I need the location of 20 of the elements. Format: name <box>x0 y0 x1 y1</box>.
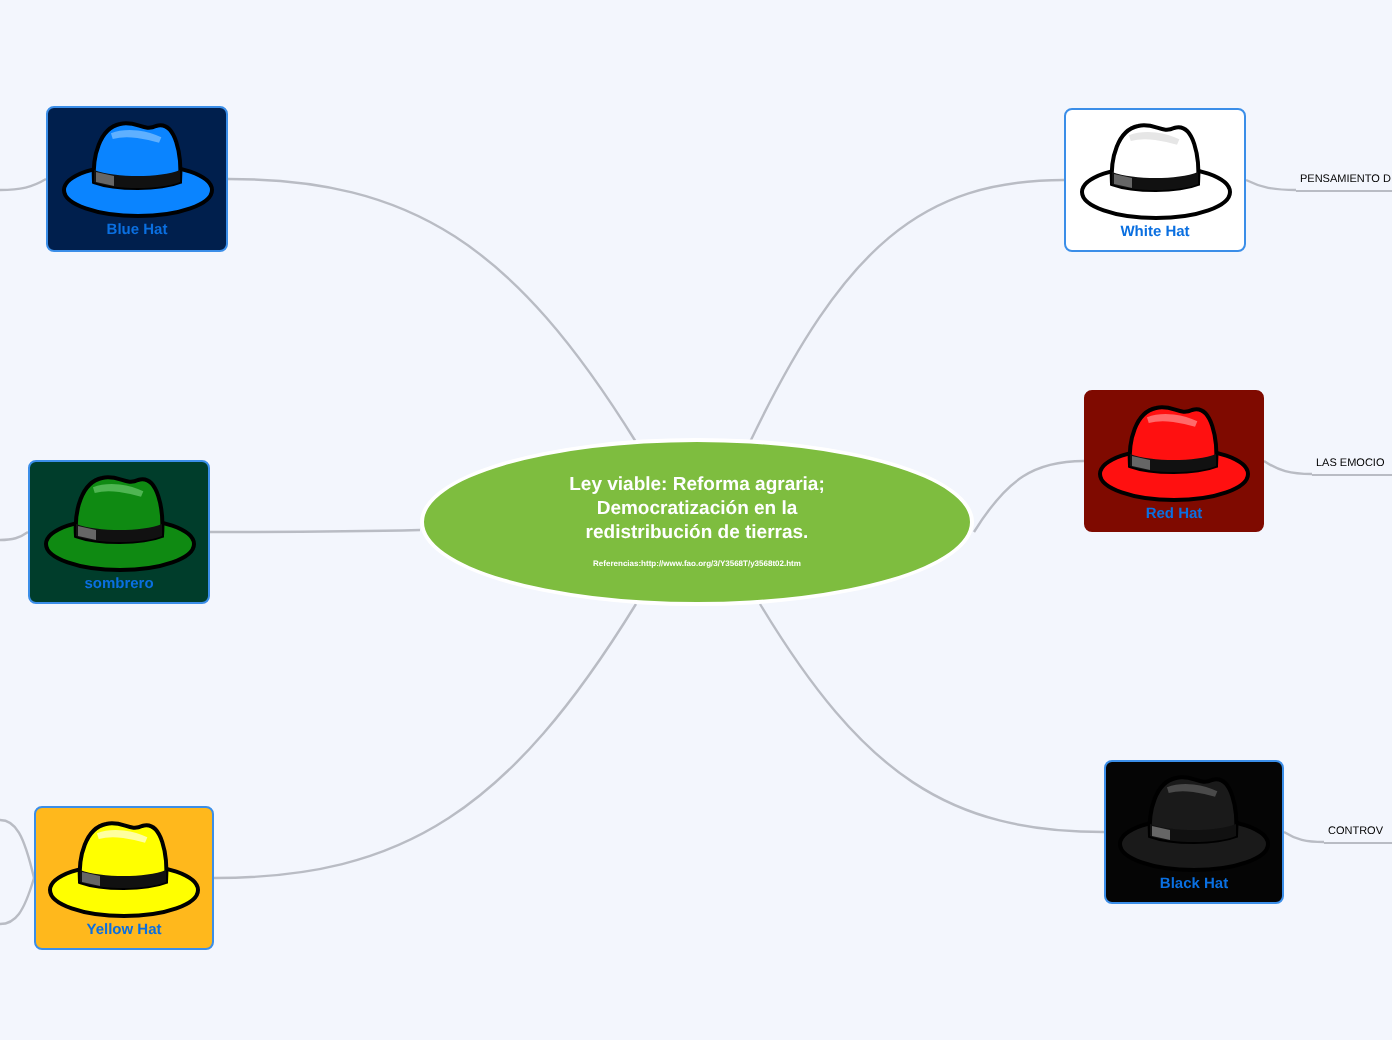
hat-card <box>1084 390 1264 532</box>
connector-line <box>759 603 1105 834</box>
hat-card <box>34 806 214 950</box>
connector-line <box>0 177 47 192</box>
hat-card <box>28 460 210 604</box>
hat-card <box>1104 760 1284 904</box>
connector-line <box>748 178 1065 443</box>
connector-line <box>227 177 637 443</box>
topic-title: Ley viable: Reforma agraria; Democratización en la redistribución de tierras. <box>567 474 827 546</box>
connector-line <box>973 459 1085 533</box>
connector-line <box>0 531 29 542</box>
connector-line <box>213 603 637 880</box>
connector-line <box>1283 830 1324 844</box>
connector-line <box>1245 178 1296 192</box>
connector-line <box>210 528 421 534</box>
connector-line <box>1263 460 1312 476</box>
connector-line <box>0 877 36 926</box>
connector-line <box>0 818 36 879</box>
hat-card <box>46 106 228 252</box>
hat-card <box>1064 108 1246 252</box>
